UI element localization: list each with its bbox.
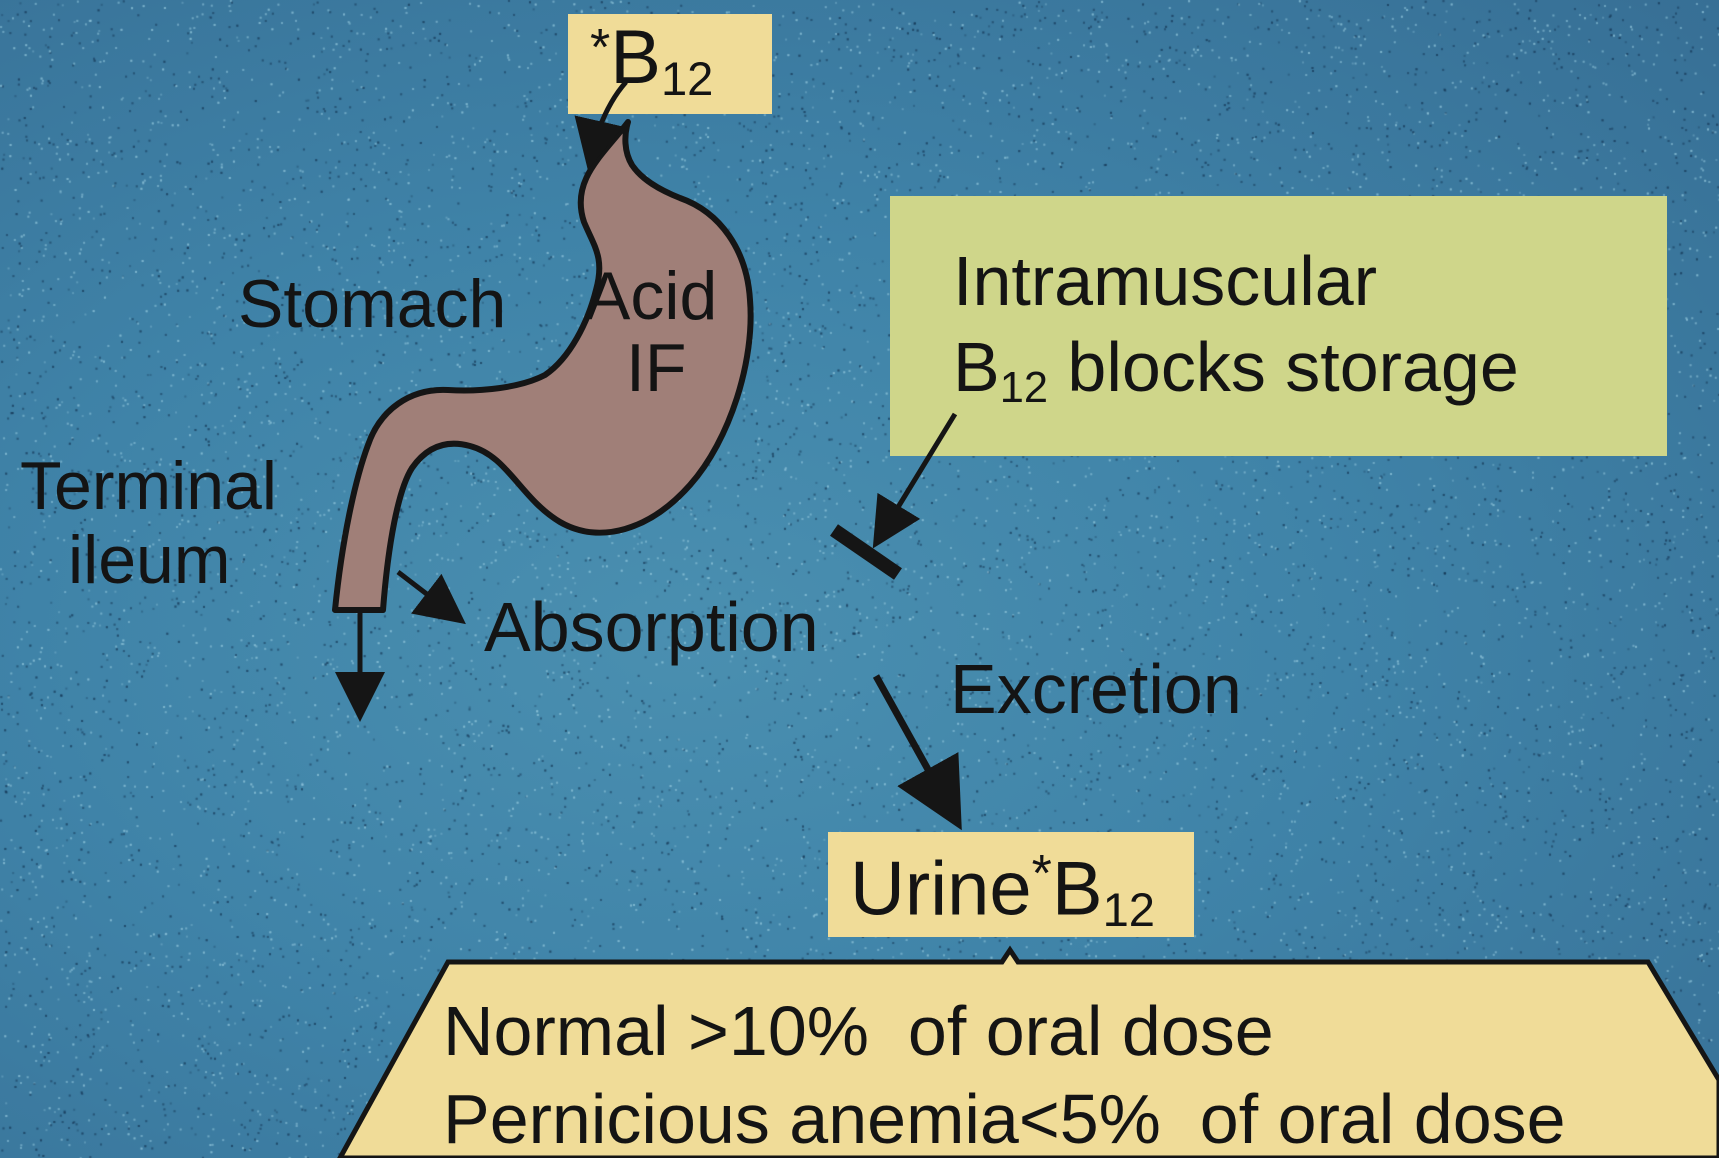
terminal-label: Terminal xyxy=(20,452,277,520)
excretion-arrow xyxy=(876,676,955,818)
acid-label: Acid xyxy=(585,262,717,330)
if-label: IF xyxy=(626,334,686,402)
block-arrow xyxy=(878,414,955,540)
stomach-shape xyxy=(335,122,751,610)
block-bar xyxy=(834,530,898,574)
stomach-label: Stomach xyxy=(238,270,506,338)
result-normal: Normal >10% of oral dose xyxy=(443,996,1274,1066)
ileum-label: ileum xyxy=(68,526,231,594)
absorption-label: Absorption xyxy=(484,592,819,662)
absorption-arrow xyxy=(398,572,458,618)
excretion-label: Excretion xyxy=(950,654,1242,724)
result-pernicious: Pernicious anemia<5% of oral dose xyxy=(443,1084,1566,1154)
